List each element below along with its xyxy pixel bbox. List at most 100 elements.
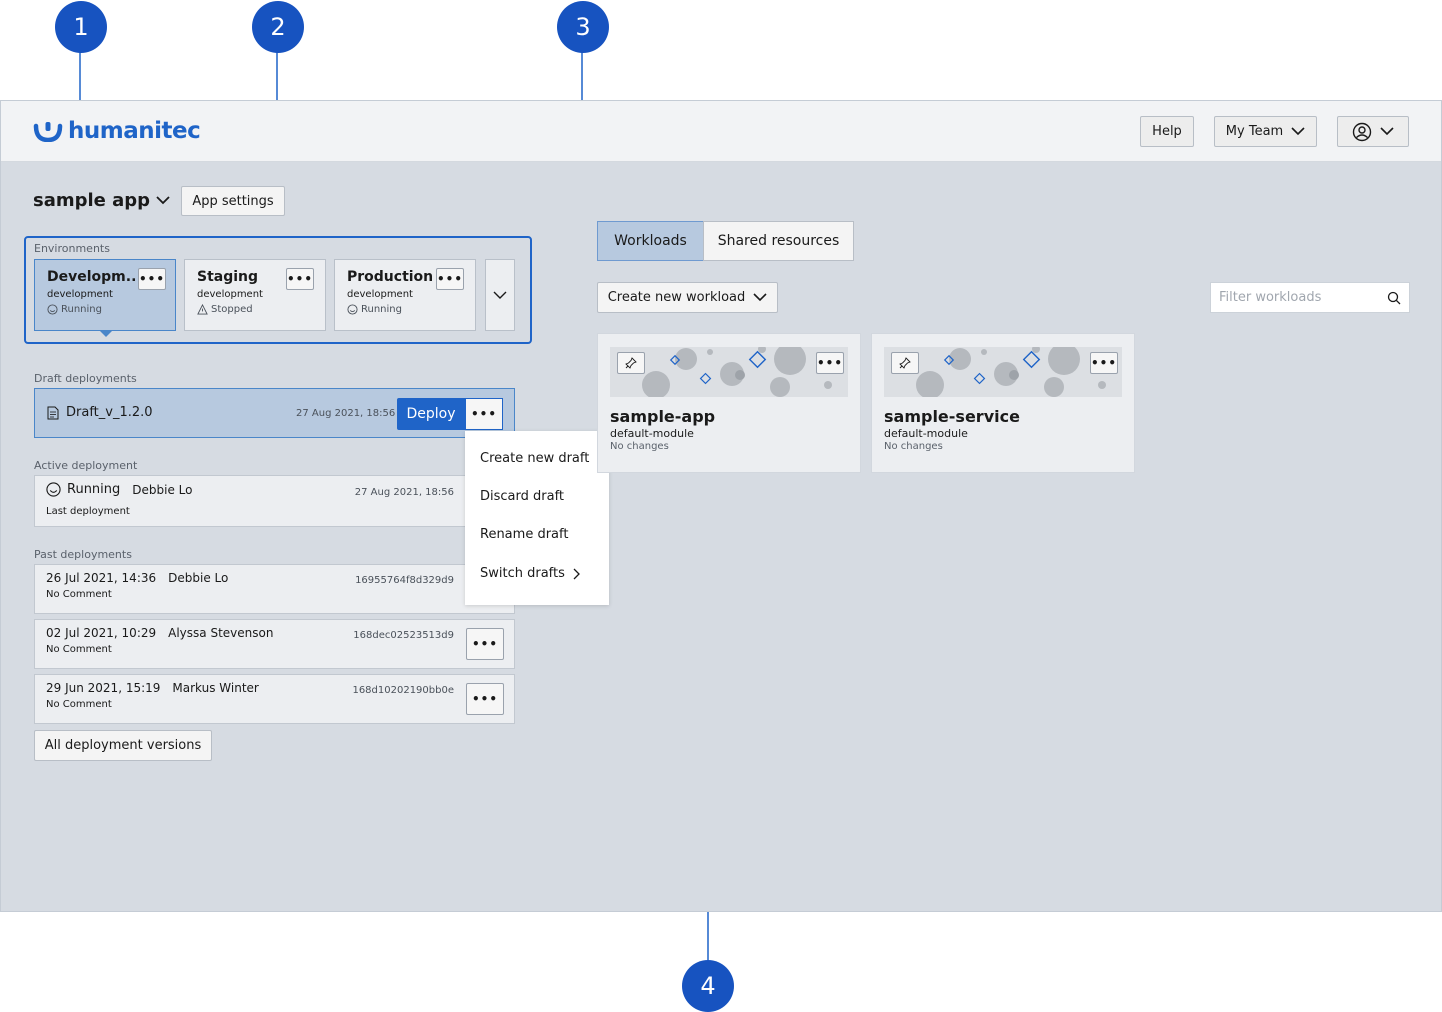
env-more-button[interactable]: •••: [138, 268, 166, 290]
app-title: sample app: [33, 190, 151, 211]
env-status: Running: [347, 304, 463, 315]
past-more-button[interactable]: •••: [466, 683, 504, 715]
menu-item-label: Discard draft: [480, 489, 565, 504]
search-icon: [1387, 291, 1401, 304]
past-hash: 168d10202190bb0e: [352, 685, 454, 696]
filter-workloads-input[interactable]: Filter workloads: [1210, 282, 1410, 313]
tab-label: Workloads: [614, 233, 687, 249]
env-name: Production: [347, 269, 434, 285]
env-expand-button[interactable]: [485, 259, 515, 331]
past-deployment-main: 26 Jul 2021, 14:36 Debbie Lo: [46, 571, 228, 585]
past-deployment-row[interactable]: 26 Jul 2021, 14:36 Debbie Lo No Comment …: [34, 564, 515, 614]
document-icon: [47, 406, 59, 420]
past-comment: No Comment: [46, 644, 112, 655]
all-versions-label: All deployment versions: [44, 738, 202, 753]
app-selector[interactable]: sample app: [33, 190, 170, 211]
past-user: Alyssa Stevenson: [168, 626, 274, 640]
workload-banner: •••: [884, 347, 1122, 397]
pin-icon: [899, 357, 911, 369]
callout-1: 1: [55, 1, 107, 53]
draft-more-button[interactable]: •••: [465, 398, 503, 430]
env-type: development: [347, 289, 413, 300]
menu-item-create-draft[interactable]: Create new draft: [480, 451, 589, 466]
menu-item-label: Rename draft: [480, 527, 569, 542]
workload-module: default-module: [884, 427, 968, 440]
env-more-button[interactable]: •••: [436, 268, 464, 290]
menu-item-switch-drafts[interactable]: Switch drafts: [480, 566, 581, 581]
past-deployment-main: 29 Jun 2021, 15:19 Markus Winter: [46, 681, 259, 695]
env-type: development: [47, 289, 113, 300]
help-button[interactable]: Help: [1140, 116, 1194, 147]
environments-label: Environments: [34, 242, 110, 255]
past-more-button[interactable]: •••: [466, 628, 504, 660]
menu-item-label: Create new draft: [480, 451, 590, 466]
active-status: Running: [67, 482, 121, 497]
chevron-down-icon: [753, 293, 767, 302]
past-deployment-main: 02 Jul 2021, 10:29 Alyssa Stevenson: [46, 626, 273, 640]
tab-workloads[interactable]: Workloads: [597, 221, 704, 261]
active-deployment-row[interactable]: Running Debbie Lo Last deployment 27 Aug…: [34, 475, 515, 527]
env-card-development[interactable]: Developm... development Running •••: [34, 259, 176, 337]
running-smiley-icon: [46, 482, 61, 497]
workload-module: default-module: [610, 427, 694, 440]
all-deployment-versions-button[interactable]: All deployment versions: [34, 730, 212, 761]
user-menu-button[interactable]: [1337, 116, 1409, 147]
running-smiley-icon: [347, 304, 358, 315]
chevron-right-icon: [573, 568, 580, 579]
draft-deployments-label: Draft deployments: [34, 372, 137, 385]
menu-item-discard-draft[interactable]: Discard draft: [480, 489, 564, 504]
env-card-staging[interactable]: Staging development Stopped •••: [184, 259, 326, 331]
warning-triangle-icon: [197, 304, 208, 315]
past-deployment-row[interactable]: 02 Jul 2021, 10:29 Alyssa Stevenson No C…: [34, 619, 515, 669]
env-status-text: Stopped: [211, 304, 253, 315]
app-window: humanitec Help My Team sample app App se…: [0, 100, 1442, 912]
callout-4: 4: [682, 960, 734, 1012]
active-time: 27 Aug 2021, 18:56: [354, 487, 454, 498]
app-settings-label: App settings: [192, 193, 274, 209]
draft-name: Draft_v_1.2.0: [66, 405, 153, 420]
env-name: Staging: [197, 269, 259, 285]
workload-card-sample-app[interactable]: ••• sample-app default-module No changes: [597, 333, 861, 473]
workload-changes: No changes: [610, 441, 669, 452]
past-user: Debbie Lo: [168, 571, 229, 585]
user-avatar-icon: [1352, 122, 1372, 141]
selected-pointer-icon: [99, 330, 113, 337]
env-status-text: Running: [61, 304, 102, 315]
draft-actions-menu: Create new draft Discard draft Rename dr…: [465, 431, 609, 605]
humanitec-logo-icon: [33, 122, 63, 142]
past-date: 02 Jul 2021, 10:29: [46, 626, 157, 640]
logo[interactable]: humanitec: [33, 118, 201, 144]
pin-button[interactable]: [891, 352, 919, 374]
chevron-down-icon: [1380, 127, 1394, 136]
past-comment: No Comment: [46, 699, 112, 710]
env-card-production[interactable]: Production development Running •••: [334, 259, 476, 331]
callout-3: 3: [557, 1, 609, 53]
env-status: Running: [47, 304, 163, 315]
workload-more-button[interactable]: •••: [816, 352, 844, 374]
app-settings-button[interactable]: App settings: [181, 186, 285, 216]
env-more-button[interactable]: •••: [286, 268, 314, 290]
draft-time: 27 Aug 2021, 18:56: [296, 408, 396, 419]
past-deployment-row[interactable]: 29 Jun 2021, 15:19 Markus Winter No Comm…: [34, 674, 515, 724]
past-comment: No Comment: [46, 589, 112, 600]
deploy-button[interactable]: Deploy: [397, 398, 465, 430]
workload-name: sample-app: [610, 407, 716, 426]
menu-item-label: Switch drafts: [480, 566, 565, 581]
active-deployment-label: Active deployment: [34, 459, 138, 472]
top-bar: humanitec Help My Team: [1, 101, 1441, 162]
running-smiley-icon: [47, 304, 58, 315]
workload-more-button[interactable]: •••: [1090, 352, 1118, 374]
chevron-down-icon: [1291, 127, 1305, 136]
pin-button[interactable]: [617, 352, 645, 374]
workload-name: sample-service: [884, 407, 1020, 426]
team-dropdown[interactable]: My Team: [1214, 116, 1317, 147]
tab-shared-resources[interactable]: Shared resources: [703, 221, 854, 261]
create-workload-dropdown[interactable]: Create new workload: [597, 282, 778, 313]
past-date: 29 Jun 2021, 15:19: [46, 681, 161, 695]
logo-text: humanitec: [68, 118, 201, 144]
team-label: My Team: [1225, 124, 1284, 139]
menu-item-rename-draft[interactable]: Rename draft: [480, 527, 568, 542]
env-type: development: [197, 289, 263, 300]
workload-card-sample-service[interactable]: ••• sample-service default-module No cha…: [871, 333, 1135, 473]
env-status: Stopped: [197, 304, 313, 315]
